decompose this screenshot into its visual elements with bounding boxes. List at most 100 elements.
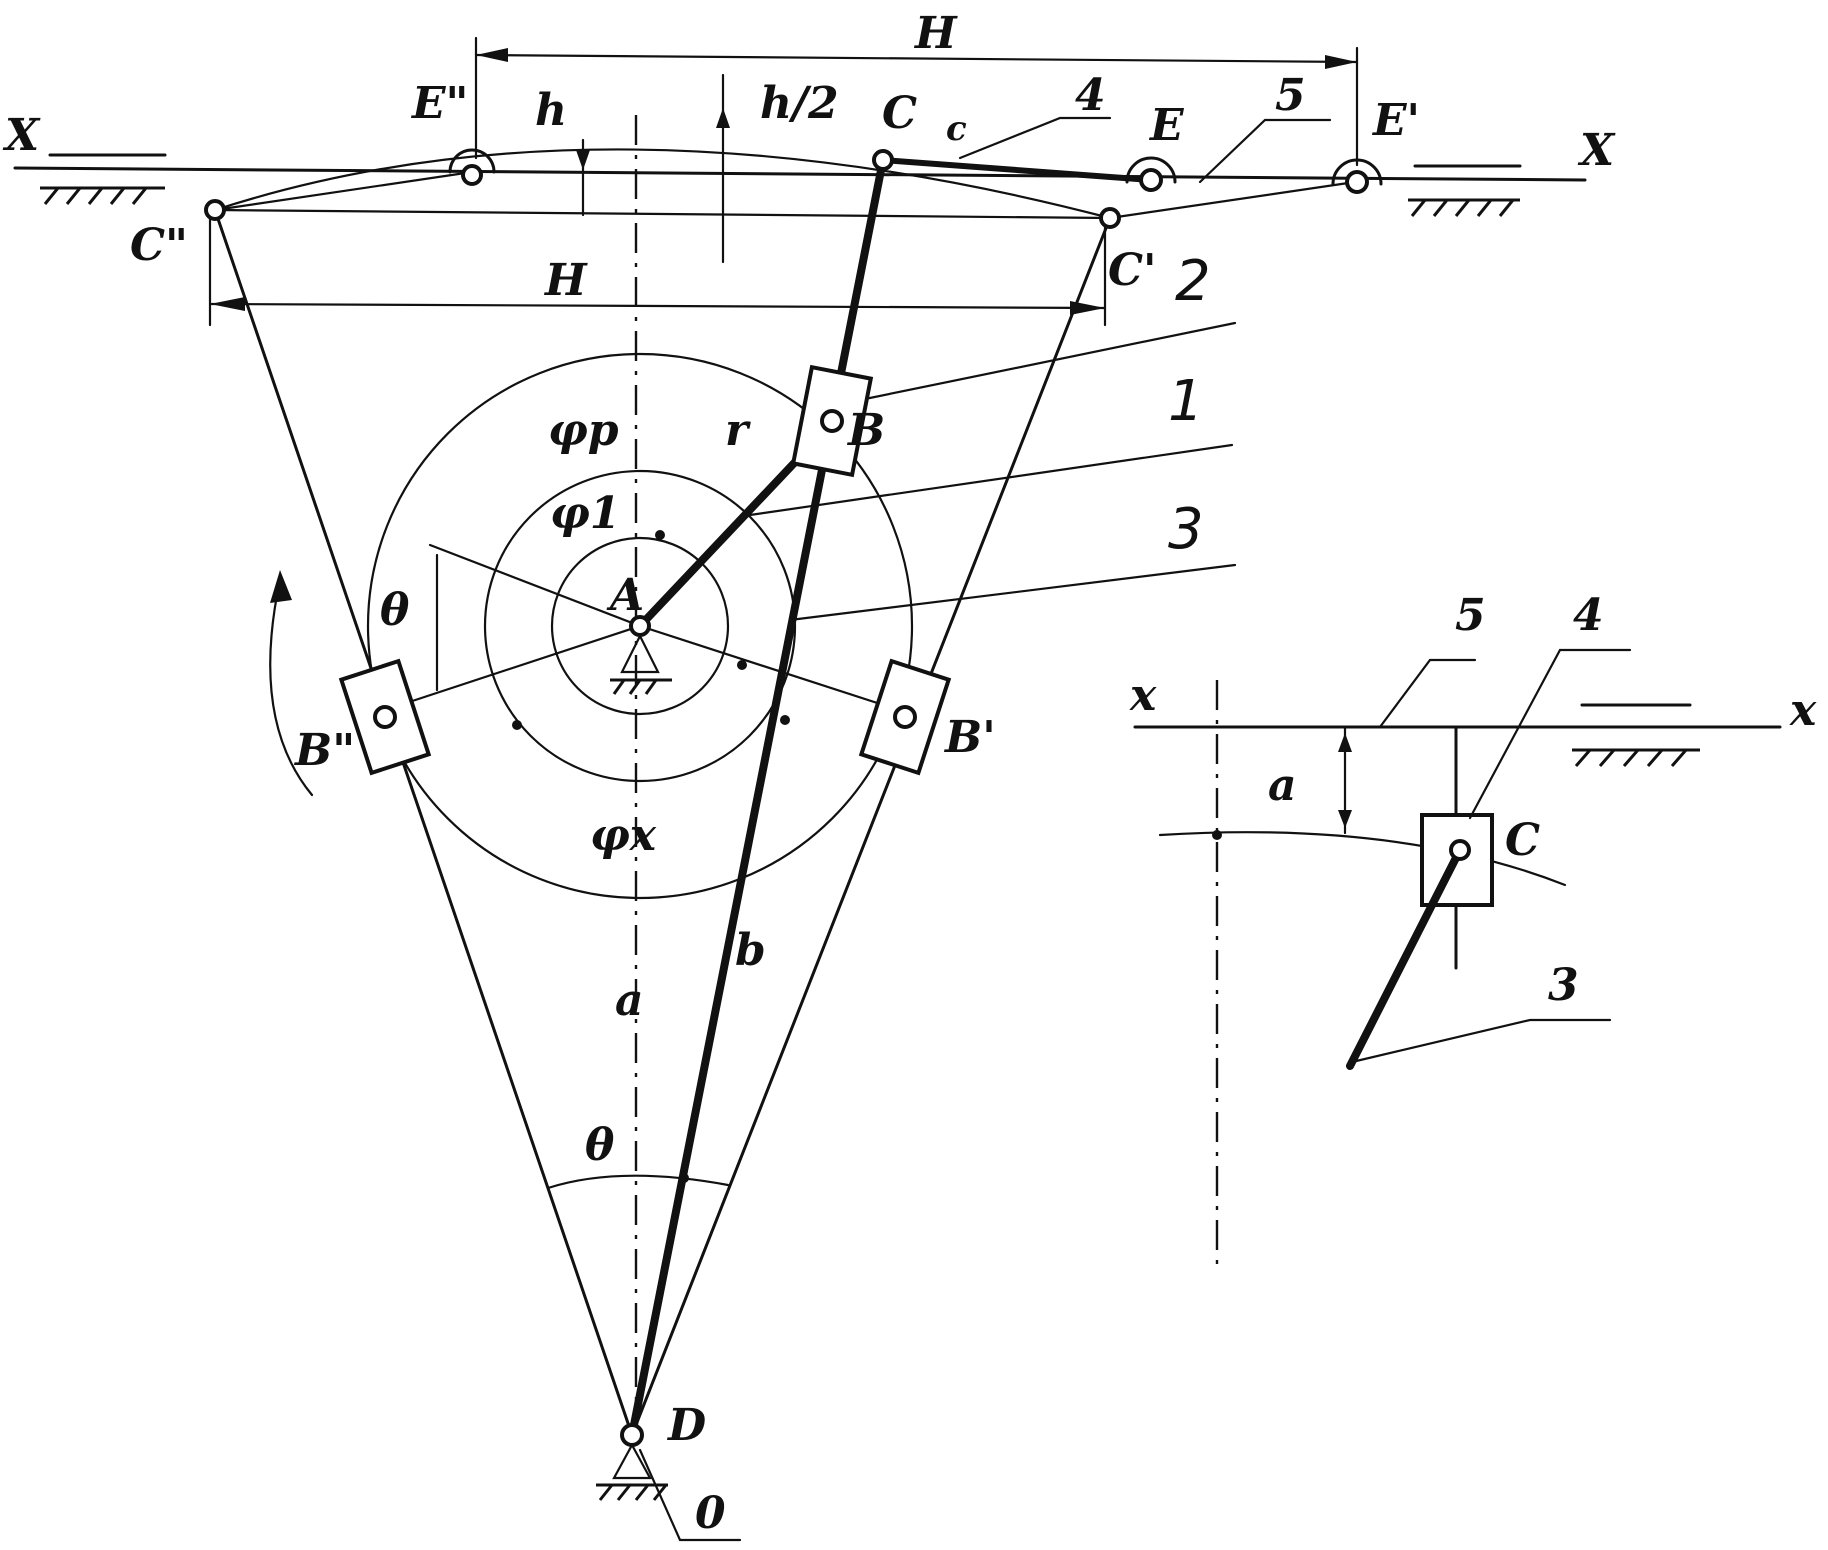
crank-extreme-b-prime bbox=[638, 624, 907, 714]
label-2: 2 bbox=[1175, 249, 1211, 314]
label-a: A bbox=[606, 570, 644, 621]
joint-e-dd bbox=[461, 164, 483, 186]
inset-axis-dot bbox=[1212, 830, 1222, 840]
inset-label-3: 3 bbox=[1548, 960, 1579, 1011]
label-x-right: X bbox=[1577, 125, 1616, 176]
joint-c-prime bbox=[1099, 207, 1121, 229]
joint-e-prime bbox=[1345, 170, 1369, 194]
joint-b-prime bbox=[893, 705, 917, 729]
outer-circle bbox=[366, 352, 914, 900]
inset-dim-a-arrow-down bbox=[1338, 810, 1352, 828]
label-phi-1: φ1 bbox=[550, 488, 620, 539]
label-b-small: b bbox=[735, 925, 766, 976]
label-c-small: c bbox=[946, 109, 967, 149]
label-c-dd: C" bbox=[130, 220, 188, 271]
label-b: B bbox=[846, 405, 885, 456]
inset-label-x-right: x bbox=[1789, 685, 1817, 736]
rotation-arrow-head bbox=[270, 570, 292, 603]
rocker-link-3 bbox=[628, 156, 887, 1439]
left-ground-hatch bbox=[40, 186, 165, 205]
slider-e-dd-shoe bbox=[448, 148, 496, 174]
leader-line-4 bbox=[958, 116, 1112, 160]
label-e-prime: E' bbox=[1371, 95, 1420, 146]
dim-h-half-arrow bbox=[716, 108, 730, 128]
pivot-a-support bbox=[620, 633, 660, 674]
theta-upper-line bbox=[428, 543, 642, 628]
slider-e-prime-shoe bbox=[1331, 158, 1383, 186]
guide-line-x bbox=[13, 166, 1587, 182]
inset-label-a: a bbox=[1268, 760, 1297, 811]
phi-dot-4 bbox=[737, 660, 747, 670]
joint-b-dd bbox=[373, 705, 397, 729]
label-h-top: H bbox=[913, 8, 958, 59]
label-4: 4 bbox=[1075, 70, 1106, 121]
connecting-rod-4 bbox=[880, 157, 1153, 183]
inset-link-3 bbox=[1346, 846, 1464, 1070]
pivot-d-hatch bbox=[596, 1483, 668, 1501]
theta-arc-bottom bbox=[546, 1174, 730, 1190]
dim-h-top-arrow-left bbox=[476, 48, 508, 62]
phi-dot-5 bbox=[679, 1173, 689, 1183]
inset-dim-a-arrow-up bbox=[1338, 733, 1352, 752]
rotation-arrow bbox=[269, 578, 314, 797]
inset-label-x-left: x bbox=[1129, 670, 1157, 721]
phi-dot-3 bbox=[780, 715, 790, 725]
label-e: E bbox=[1148, 100, 1185, 151]
link-c-prime-e-prime bbox=[1108, 180, 1357, 220]
leader-line-3 bbox=[788, 563, 1237, 622]
dim-h-mid-arrow-left bbox=[210, 297, 245, 311]
label-d: D bbox=[666, 1400, 706, 1451]
dim-h-mid-arrow-right bbox=[1070, 301, 1105, 315]
inset-leader-5 bbox=[1378, 658, 1477, 729]
label-3: 3 bbox=[1168, 497, 1204, 562]
label-a-small: a bbox=[615, 975, 644, 1026]
main-mechanism: H H X X E" h h/2 C c 4 E 5 E' C" C' 2 1 … bbox=[2, 8, 1616, 1542]
label-o: 0 bbox=[695, 1488, 726, 1539]
dim-h-top-arrow-right bbox=[1325, 55, 1357, 69]
phi-dot-2 bbox=[512, 720, 522, 730]
inset-leader-4 bbox=[1468, 648, 1632, 820]
joint-c bbox=[872, 149, 894, 171]
label-x-left: X bbox=[2, 110, 41, 161]
slider-e-shoe bbox=[1125, 156, 1177, 184]
inset-detail: x x 5 4 a C 3 bbox=[1129, 590, 1817, 1265]
point-c-arc bbox=[213, 148, 1112, 220]
label-c-prime: C' bbox=[1108, 245, 1157, 296]
inset-joint-c bbox=[1449, 839, 1471, 861]
label-e-dd: E" bbox=[410, 78, 468, 129]
joint-e bbox=[1139, 168, 1163, 192]
link-c-dd-e-dd bbox=[213, 170, 474, 212]
label-b-dd: B" bbox=[293, 725, 355, 776]
joint-c-dd bbox=[204, 199, 226, 221]
inset-label-5: 5 bbox=[1455, 590, 1486, 641]
label-h-half: h/2 bbox=[760, 78, 839, 129]
dim-h-top-line bbox=[474, 53, 1359, 64]
dim-h-small-arrow bbox=[576, 150, 590, 170]
label-b-prime: B' bbox=[943, 712, 996, 763]
label-theta-left: θ bbox=[380, 585, 410, 636]
inset-arc bbox=[1158, 831, 1567, 887]
label-5: 5 bbox=[1275, 70, 1306, 121]
leader-line-1 bbox=[748, 443, 1234, 517]
inner-circle bbox=[550, 536, 730, 716]
inset-label-4: 4 bbox=[1573, 590, 1604, 641]
phi-dot-1 bbox=[655, 530, 665, 540]
inset-ground-hatch bbox=[1572, 748, 1700, 767]
label-h-mid: H bbox=[543, 255, 588, 306]
joint-b bbox=[820, 409, 844, 433]
pivot-a-hatch bbox=[610, 678, 672, 695]
extreme-line-left bbox=[213, 208, 634, 1437]
label-phi-p: φp bbox=[548, 405, 619, 456]
label-h: h bbox=[535, 85, 567, 136]
label-r: r bbox=[725, 405, 751, 456]
chord-c-line bbox=[213, 208, 1112, 220]
inset-leader-3 bbox=[1350, 1018, 1612, 1064]
label-c: C bbox=[882, 88, 917, 139]
pivot-d-support bbox=[612, 1442, 652, 1480]
crank-extreme-b-dd bbox=[383, 624, 642, 712]
extreme-line-right bbox=[630, 216, 1112, 1437]
label-phi-x: φx bbox=[590, 810, 657, 861]
label-theta-bottom: θ bbox=[585, 1120, 615, 1171]
right-ground-hatch bbox=[1408, 198, 1520, 217]
